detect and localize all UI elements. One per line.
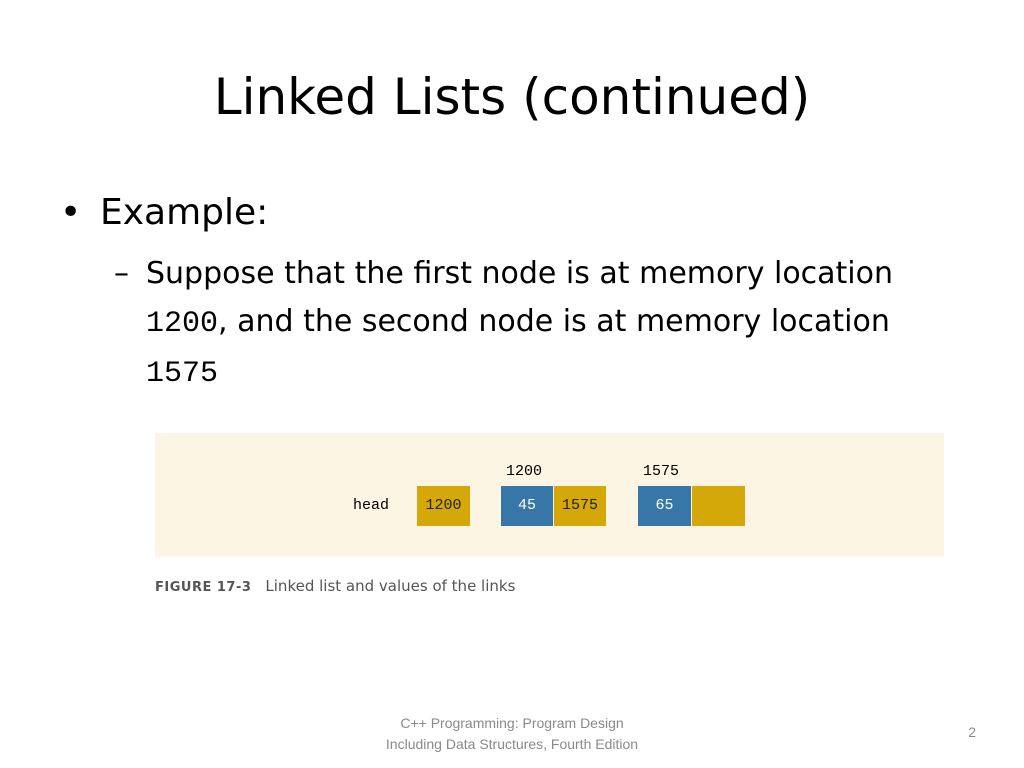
node2-info-cell: 65 — [638, 486, 691, 526]
figure-caption: FIGURE 17-3 Linked list and values of the… — [155, 577, 515, 595]
footer-line-1: C++ Programming: Program Design — [400, 715, 624, 731]
sub-bullet-line-2: 1200, and the second node is at memory l… — [114, 298, 994, 348]
address-second-node: 1575 — [146, 357, 219, 391]
node2-address-label: 1575 — [643, 463, 680, 480]
bullet-text: Example: — [100, 192, 269, 233]
sub-bullet-line-3: 1575 — [114, 348, 994, 398]
figure-caption-label: FIGURE 17-3 — [155, 580, 252, 595]
sub-bullet-marker: – — [114, 256, 129, 291]
sub-bullet-text-2: , and the second node is at memory locat… — [218, 304, 890, 339]
node1-info-cell: 45 — [501, 486, 553, 526]
footer-line-2: Including Data Structures, Fourth Editio… — [385, 736, 639, 752]
sub-bullet: –Suppose that the first node is at memor… — [114, 250, 994, 398]
sub-bullet-text-1: Suppose that the first node is at memory… — [146, 256, 894, 291]
node1-address-label: 1200 — [506, 463, 543, 480]
linked-list-figure: head 1200 1200 45 1575 1575 65 — [155, 433, 944, 557]
address-first-node: 1200 — [146, 307, 219, 341]
page-number: 2 — [968, 724, 976, 740]
figure-caption-text: Linked list and values of the links — [265, 577, 516, 595]
node2-link-cell — [692, 486, 745, 526]
sub-bullet-line-1: –Suppose that the first node is at memor… — [114, 250, 994, 298]
slide-title: Linked Lists (continued) — [213, 68, 811, 126]
head-label: head — [353, 497, 390, 514]
slide-footer: C++ Programming: Program Design Includin… — [312, 713, 712, 755]
node1-link-cell: 1575 — [554, 486, 606, 526]
bullet-marker: • — [60, 192, 82, 233]
head-pointer-cell: 1200 — [417, 486, 470, 526]
bullet-example: • Example: — [60, 188, 268, 238]
